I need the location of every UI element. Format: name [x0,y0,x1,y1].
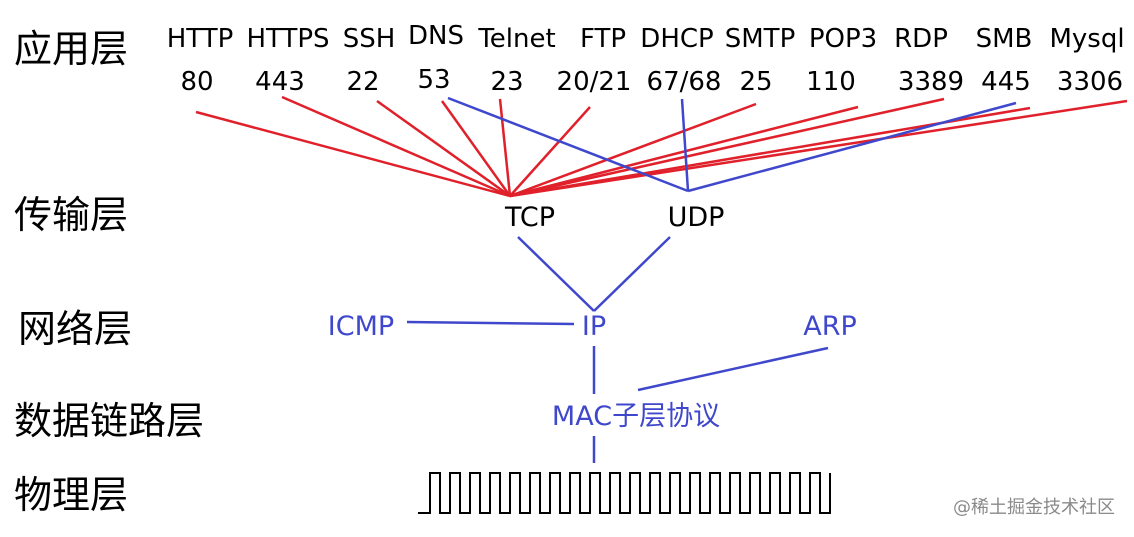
tcp-link-http [195,110,511,198]
node-icmp: ICMP [328,311,394,342]
protocol-port-ftp: 20/21 [557,67,632,97]
tcp-link-dns [440,100,512,197]
protocol-name-telnet: Telnet [477,24,555,54]
protocol-port-ssh: 22 [346,67,379,97]
node-arp: ARP [803,311,857,342]
arp-to-mac-link [637,346,829,392]
layer-label-application: 应用层 [14,27,128,71]
tcp-link-rdp [509,97,945,198]
protocol-port-https: 443 [255,67,305,97]
protocol-port-dns: 53 [417,65,450,95]
tcp-link-smtp [509,102,757,198]
node-mac-sublayer: MAC子层协议 [552,401,720,432]
udp-to-ip-link [593,236,671,312]
protocol-port-http: 80 [180,67,213,97]
protocol-port-smtp: 25 [739,67,772,97]
physical-signal-waveform [418,472,831,514]
udp-link-group [447,96,1017,193]
udp-link-dhcp [680,98,690,192]
protocol-name-ssh: SSH [343,24,396,54]
tcp-link-ssh [376,99,511,198]
tcp-link-pop3 [509,105,859,198]
tcp-to-ip-link [517,236,595,312]
layer-label-transport: 传输层 [14,193,128,237]
tcp-link-group [195,95,1128,198]
protocol-name-mysql: Mysql [1049,24,1124,54]
protocol-name-https: HTTPS [246,24,329,54]
protocol-port-telnet: 23 [490,67,523,97]
protocol-name-smb: SMB [976,24,1033,54]
node-udp: UDP [668,202,725,233]
protocol-port-smb: 445 [981,67,1031,97]
protocol-name-ftp: FTP [580,24,626,54]
tcp-link-ftp [509,106,591,197]
protocol-name-smtp: SMTP [725,24,796,54]
protocol-port-rdp: 3389 [898,67,964,97]
layer-label-physical: 物理层 [14,473,128,517]
protocol-name-row: HTTP HTTPS SSH DNS Telnet FTP DHCP SMTP POP3 RDP S… [167,21,1125,54]
protocol-port-mysql: 3306 [1057,67,1123,97]
layer-label-datalink: 数据链路层 [14,399,204,443]
lower-layer-links [406,236,829,463]
protocol-port-pop3: 110 [806,67,856,97]
udp-link-smb [687,101,1017,193]
tcp-link-mysql [509,99,1128,198]
watermark-text: @稀土掘金技术社区 [953,497,1115,518]
protocol-port-row: 80 443 22 53 23 20/21 67/68 25 110 3389 445 3306 [180,65,1123,97]
icmp-to-ip-link [406,320,575,326]
protocol-port-dhcp: 67/68 [647,67,722,97]
protocol-name-rdp: RDP [894,24,948,54]
udp-link-dns [447,96,689,193]
tcp-link-https [281,95,511,198]
protocol-name-dhcp: DHCP [640,24,713,54]
node-ip: IP [582,311,606,342]
layer-label-network: 网络层 [18,307,132,351]
protocol-name-http: HTTP [167,24,234,54]
protocol-name-pop3: POP3 [809,24,877,54]
node-tcp: TCP [504,202,555,233]
protocol-name-dns: DNS [408,21,464,51]
tcp-link-telnet [498,98,512,197]
